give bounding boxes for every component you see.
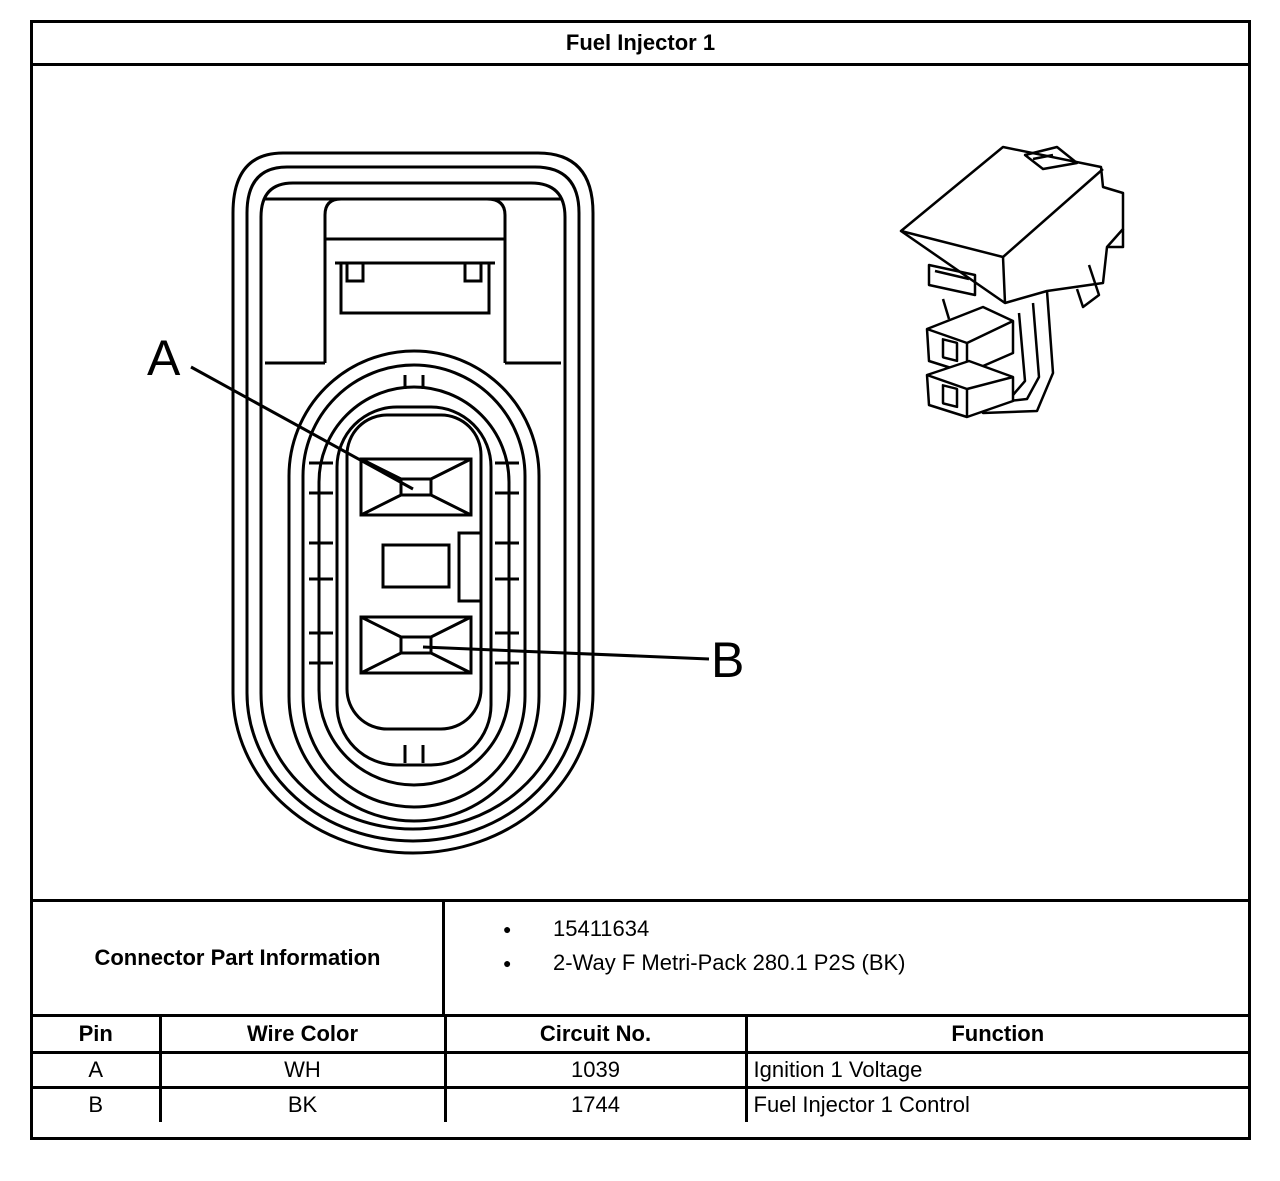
part-number: 15411634: [503, 912, 906, 946]
table-row: B BK 1744 Fuel Injector 1 Control: [33, 1085, 1248, 1122]
pin-cell: B: [33, 1085, 162, 1122]
part-description: 2-Way F Metri-Pack 280.1 P2S (BK): [503, 946, 906, 980]
connector-latch: [265, 197, 561, 365]
terminal-cavity-a: [359, 457, 473, 517]
pin-a-label: A: [147, 330, 181, 386]
function-cell: Fuel Injector 1 Control: [744, 1085, 1248, 1122]
terminal-cavity-b: [359, 615, 473, 675]
circuit-cell: 1744: [443, 1085, 748, 1122]
center-key: [381, 531, 483, 603]
header-wire-color: Wire Color: [158, 1017, 447, 1054]
pin-b-label: B: [711, 632, 744, 688]
connector-part-info-label: Connector Part Information: [33, 902, 445, 1014]
page-title: Fuel Injector 1: [33, 23, 1248, 66]
connector-part-list: 15411634 2-Way F Metri-Pack 280.1 P2S (B…: [503, 912, 906, 980]
function-cell: Ignition 1 Voltage: [744, 1050, 1248, 1089]
wire-color-cell: BK: [158, 1085, 447, 1122]
pin-table: Pin Wire Color Circuit No. Function A WH…: [33, 1017, 1248, 1122]
circuit-cell: 1039: [443, 1050, 748, 1089]
pin-cell: A: [33, 1050, 162, 1089]
header-function: Function: [744, 1017, 1248, 1054]
connector-face-view: A B: [147, 145, 1125, 855]
pin-b-leader: [422, 645, 710, 661]
connector-3d-view: [899, 145, 1125, 419]
pin-table-header: Pin Wire Color Circuit No. Function: [33, 1017, 1248, 1054]
connector-drawing: A B: [33, 66, 1248, 899]
header-pin: Pin: [33, 1017, 162, 1054]
pin-a-leader: [190, 365, 414, 491]
table-row: A WH 1039 Ignition 1 Voltage: [33, 1050, 1248, 1089]
connector-shell: [231, 151, 595, 855]
connector-sheet: Fuel Injector 1: [30, 20, 1251, 1140]
wire-color-cell: WH: [158, 1050, 447, 1089]
connector-part-info: Connector Part Information 15411634 2-Wa…: [33, 899, 1248, 1017]
header-circuit-no: Circuit No.: [443, 1017, 748, 1054]
